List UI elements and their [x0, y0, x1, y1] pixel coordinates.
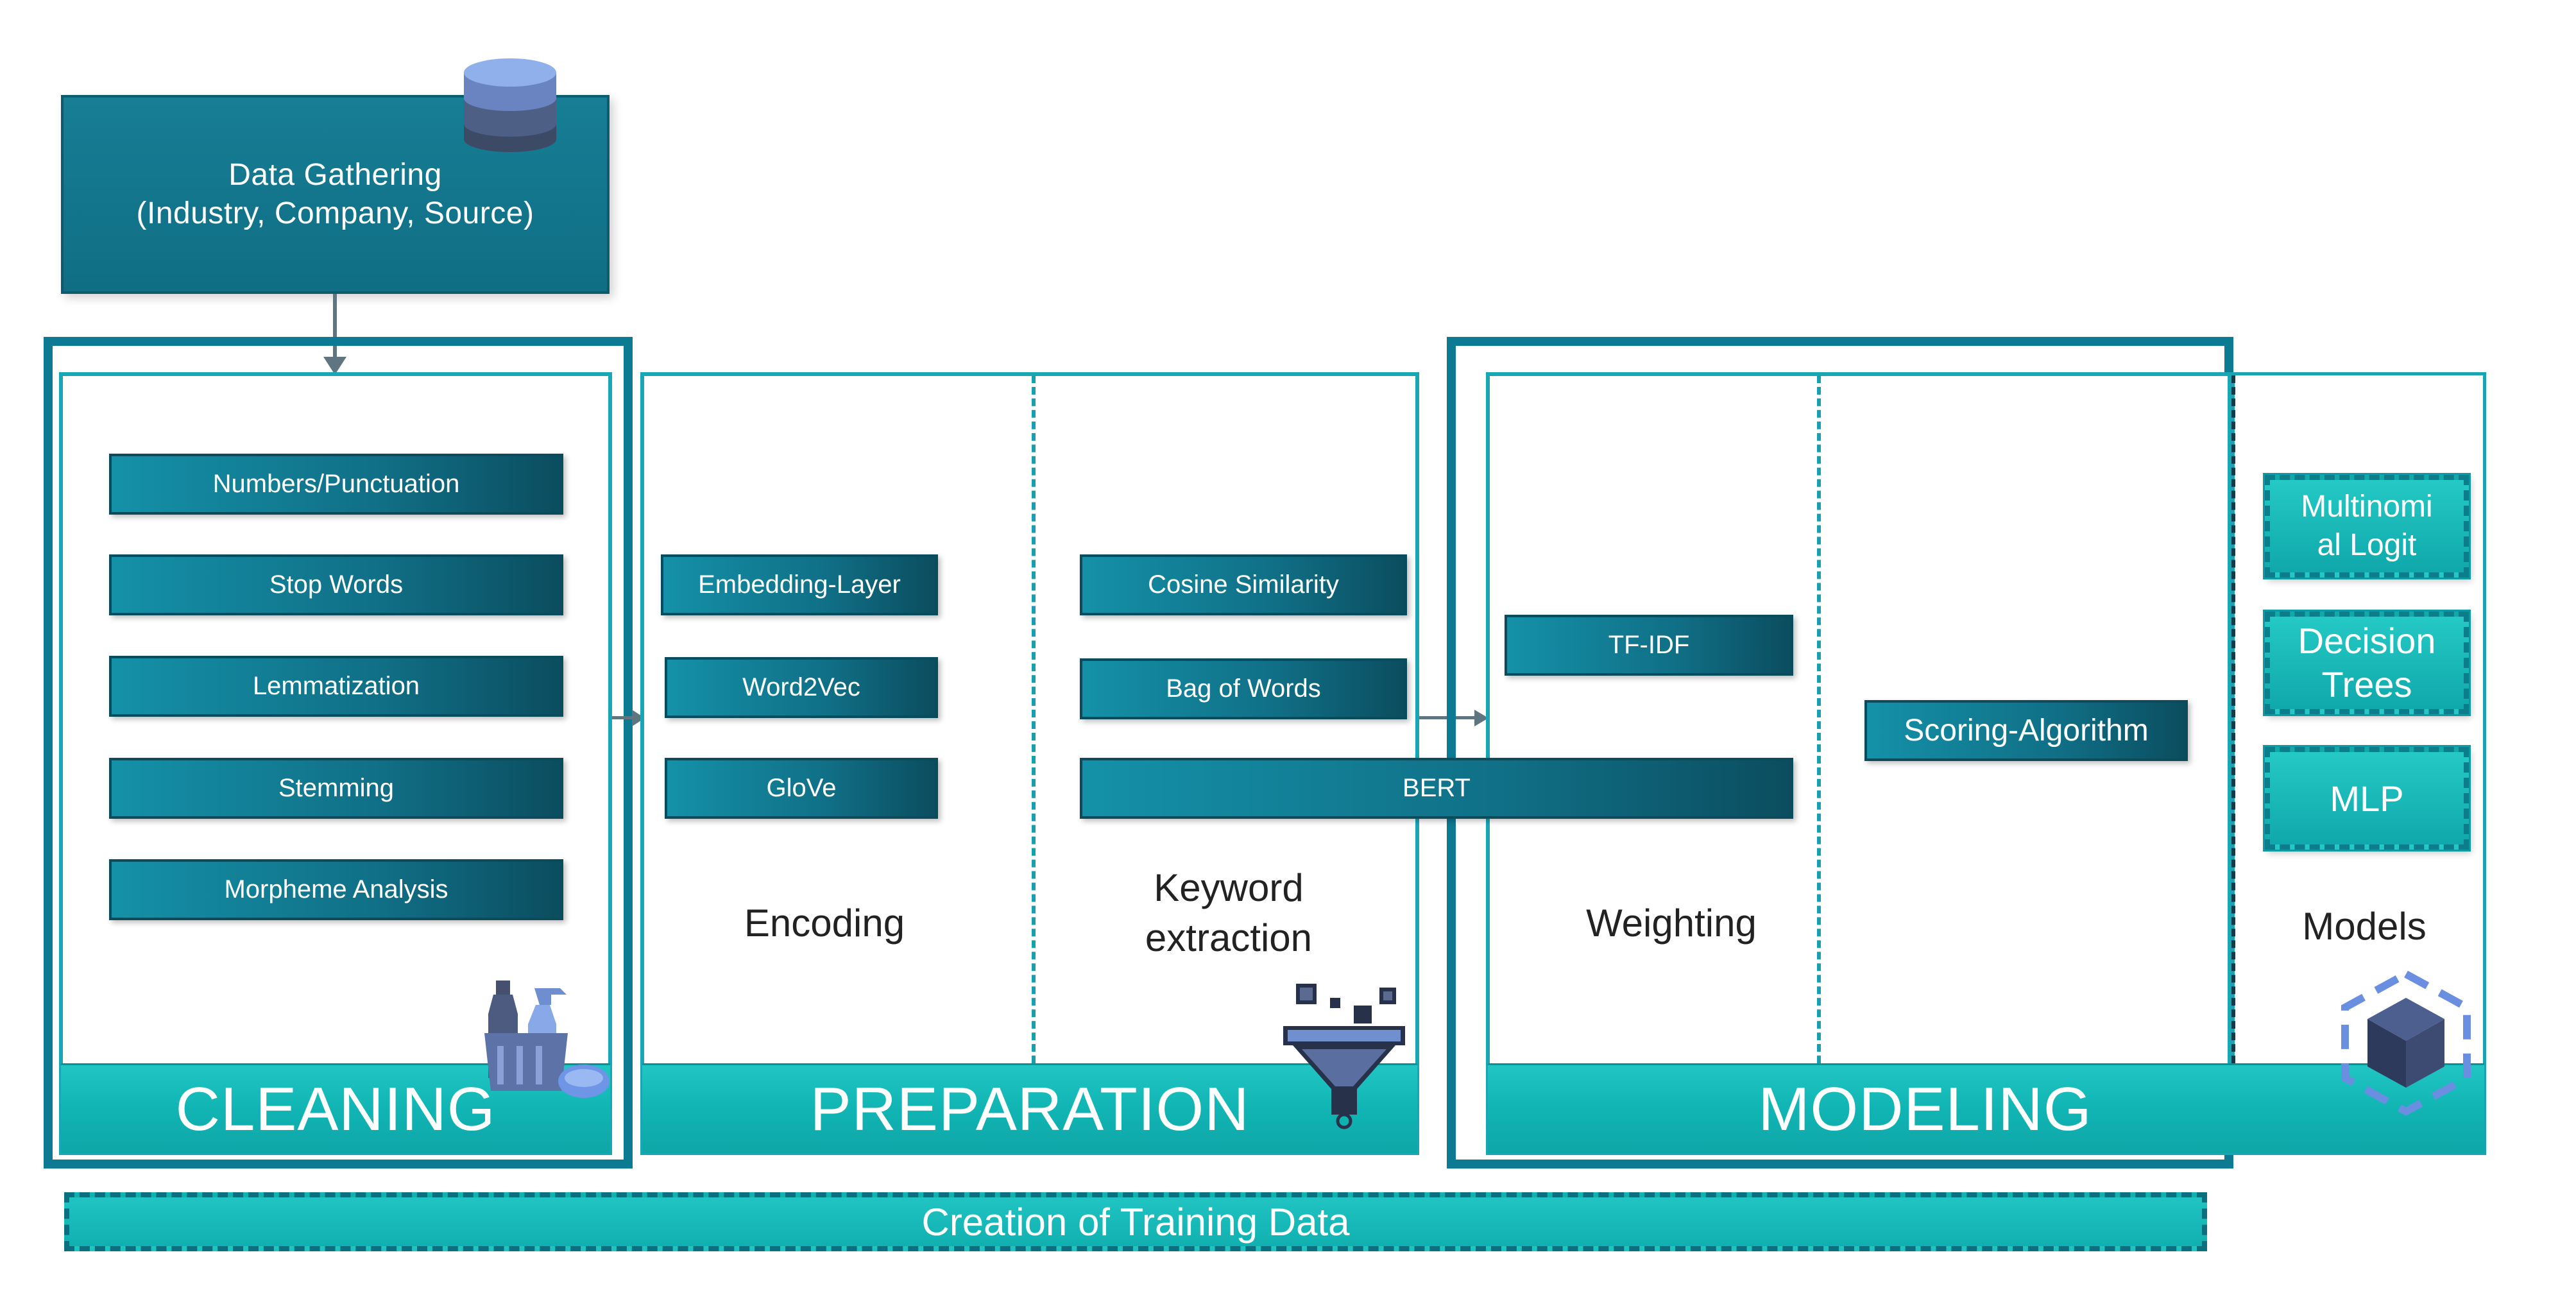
weighting-label: Weighting: [1586, 902, 1757, 945]
model-multinomial-logit: Multinomi al Logit: [2263, 473, 2471, 579]
cleaning-step-morpheme-analysis: Morpheme Analysis: [109, 859, 563, 920]
cleaning-highlight-frame: [44, 337, 633, 1169]
cube-icon: [2341, 970, 2471, 1116]
weighting-divider: [1817, 375, 1821, 1063]
modeling-stage-bar: MODELING: [1488, 1063, 2484, 1153]
models-divider: [2231, 375, 2235, 1063]
gathering-to-cleaning-arrow: [333, 294, 337, 364]
cleaning-step-lemmatization: Lemmatization: [109, 656, 563, 717]
keyword-method-cosine-similarity: Cosine Similarity: [1080, 554, 1407, 615]
preparation-stage-label: PREPARATION: [810, 1074, 1250, 1143]
data-gathering-title: Data Gathering: [228, 158, 442, 192]
keyword-method-bag-of-words: Bag of Words: [1080, 658, 1407, 719]
preparation-method-bert: BERT: [1080, 758, 1793, 819]
arrow-right-icon: [632, 710, 645, 726]
database-icon: [464, 58, 556, 152]
model-mlp: MLP: [2263, 745, 2471, 852]
cleaning-to-preparation-arrow: [612, 716, 638, 719]
encoding-method-word2vec: Word2Vec: [665, 657, 938, 718]
scoring-algorithm-box: Scoring-Algorithm: [1864, 700, 2188, 761]
model-decision-trees: Decision Trees: [2263, 610, 2471, 716]
weighting-method-tf-idf: TF-IDF: [1505, 615, 1793, 676]
encoding-label: Encoding: [744, 902, 905, 945]
cleaning-stage-label: CLEANING: [175, 1074, 496, 1143]
keyword-extraction-label: Keyword extraction: [1145, 866, 1313, 959]
preparation-stage-bar: PREPARATION: [642, 1063, 1417, 1153]
cleaning-supplies-icon: [484, 980, 610, 1098]
training-data-label: Creation of Training Data: [921, 1200, 1350, 1244]
modeling-stage-label: MODELING: [1758, 1074, 2092, 1143]
training-data-bar: Creation of Training Data: [64, 1192, 2207, 1251]
cleaning-stage-bar: CLEANING: [61, 1063, 610, 1153]
arrow-right-icon: [1474, 710, 1488, 726]
preparation-divider: [1032, 375, 1036, 1063]
arrow-down-icon: [323, 357, 346, 375]
cleaning-step-stemming: Stemming: [109, 758, 563, 819]
data-gathering-subtitle: (Industry, Company, Source): [136, 196, 534, 230]
encoding-method-embedding-layer: Embedding-Layer: [661, 554, 938, 615]
cleaning-step-numbers-punctuation: Numbers/Punctuation: [109, 454, 563, 515]
encoding-method-glove: GloVe: [665, 758, 938, 819]
funnel-filter-icon: [1283, 984, 1405, 1129]
models-label: Models: [2302, 905, 2427, 948]
cleaning-step-stop-words: Stop Words: [109, 554, 563, 615]
